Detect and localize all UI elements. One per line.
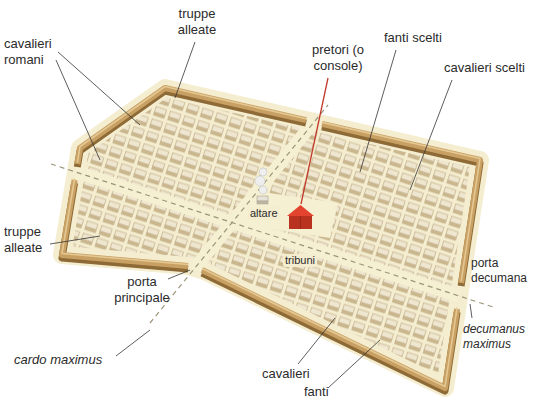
label: truppe alleate (171, 6, 223, 38)
label: decumanus maximus (463, 322, 529, 351)
label: porta principale (106, 274, 178, 306)
wall-margin (62, 88, 480, 388)
praetorium-square (242, 190, 338, 238)
label: pretori (o console) (299, 42, 377, 74)
leader-lines (50, 42, 472, 388)
label: cavalieri scelti (444, 60, 525, 76)
praetorium-tent (287, 205, 314, 229)
label: altare (248, 207, 280, 220)
camp-wall (62, 88, 480, 388)
label: tribuni (283, 254, 317, 267)
label: cardo maximus (14, 352, 102, 368)
label: fanti (304, 384, 329, 400)
label: porta decumana (471, 256, 529, 285)
wall-shadow (62, 91, 480, 391)
praetorium-leader (301, 78, 328, 204)
decumanus-axis (51, 164, 495, 308)
label: truppe alleate (4, 224, 54, 256)
label: cavalieri romani (4, 36, 58, 68)
wall-top (62, 87, 480, 387)
label: fanti scelti (384, 30, 442, 46)
tent-rows (62, 88, 480, 388)
label: cavalieri (262, 366, 310, 382)
altar (255, 168, 268, 204)
camp-ground (62, 88, 480, 388)
